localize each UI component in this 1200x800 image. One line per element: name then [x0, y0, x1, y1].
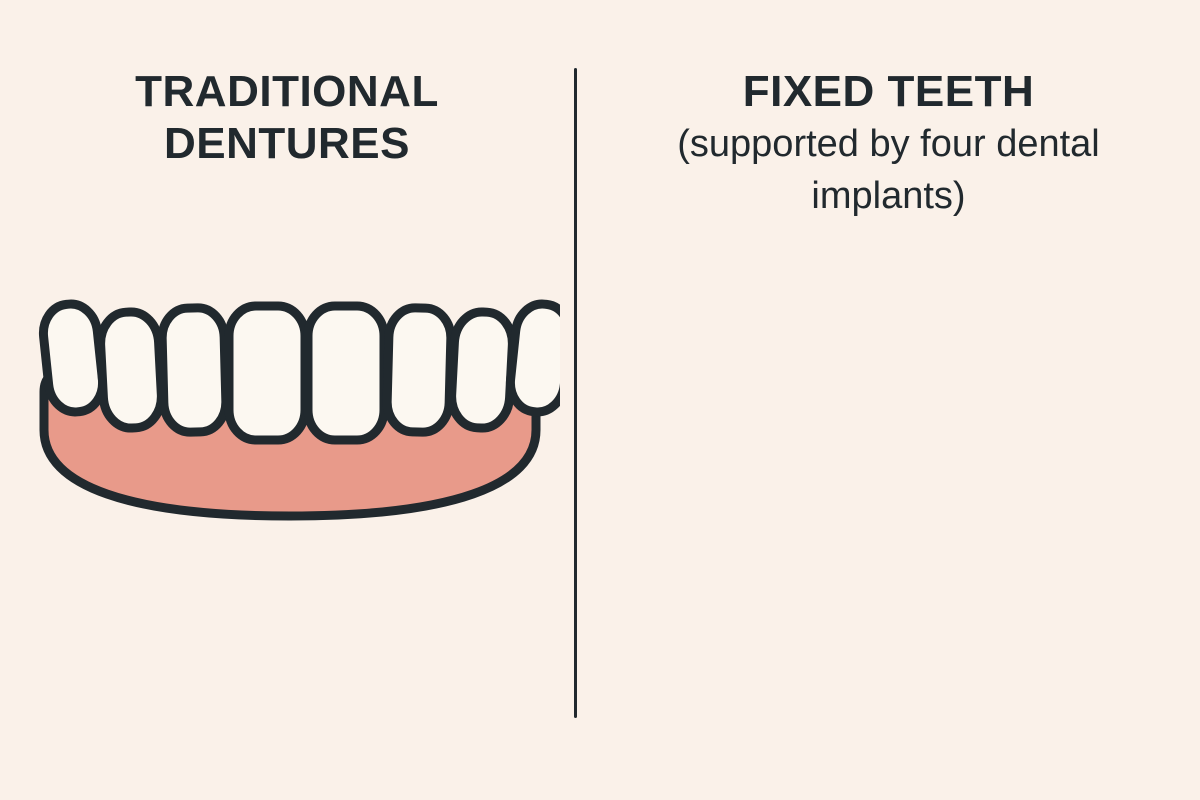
right-panel-subtitle: (supported by four dental implants)	[677, 123, 1100, 217]
left-heading-block: TRADITIONAL DENTURES	[0, 66, 574, 170]
right-panel-title: FIXED TEETH	[742, 67, 1035, 116]
left-panel: TRADITIONAL DENTURES	[0, 0, 574, 800]
right-heading-block: FIXED TEETH (supported by four dental im…	[577, 66, 1200, 222]
denture-tooth	[96, 307, 166, 433]
denture-tooth	[447, 307, 517, 433]
denture-tooth	[505, 299, 560, 417]
denture-tooth	[382, 303, 456, 437]
vertical-divider	[574, 68, 577, 718]
right-panel: FIXED TEETH (supported by four dental im…	[577, 0, 1200, 800]
denture-tooth	[157, 303, 231, 437]
denture-teeth-row	[38, 299, 560, 445]
traditional-denture-illustration	[38, 299, 560, 521]
left-panel-title: TRADITIONAL DENTURES	[135, 67, 439, 168]
denture-tooth	[38, 299, 108, 417]
fixed-teeth-implants-illustration	[1185, 280, 1200, 690]
denture-tooth	[303, 301, 389, 445]
denture-tooth	[224, 301, 310, 445]
